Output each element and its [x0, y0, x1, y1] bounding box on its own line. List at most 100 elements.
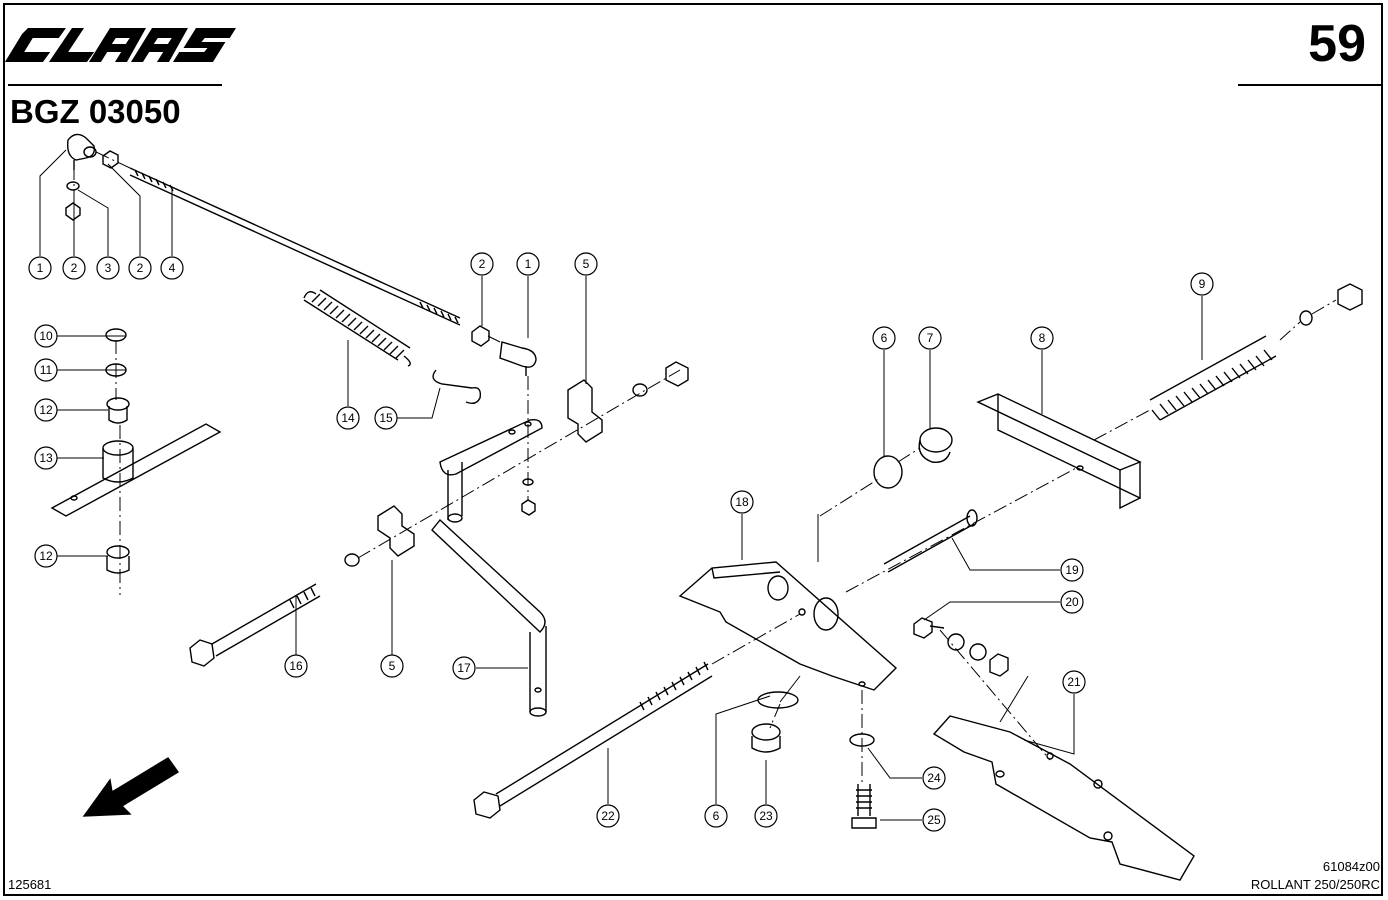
nut-2-mid	[471, 325, 490, 347]
doc-number: 125681	[8, 877, 52, 892]
ball-joint-1-mid	[499, 341, 537, 376]
lever-plate	[439, 418, 543, 523]
svg-text:12: 12	[39, 403, 53, 417]
bushing-12-bottom	[106, 545, 130, 574]
plate	[50, 423, 222, 517]
spring-14	[303, 289, 411, 367]
drawing-frame	[3, 3, 1383, 896]
callout-21: 21	[1062, 670, 1086, 694]
bolt-25	[851, 784, 877, 829]
svg-text:10: 10	[39, 329, 53, 343]
callout-2: 2	[470, 252, 494, 276]
callout-9: 9	[1190, 272, 1214, 296]
svg-text:23: 23	[759, 809, 773, 823]
washer-lower	[344, 553, 360, 567]
bolt-22	[473, 661, 713, 819]
callout-8: 8	[1030, 326, 1054, 350]
svg-text:13: 13	[39, 451, 53, 465]
bolt-20	[913, 617, 945, 639]
callout-25: 25	[922, 808, 946, 832]
circlip-6-lower	[757, 691, 799, 709]
svg-text:2: 2	[137, 261, 144, 275]
threaded-rod-4	[129, 167, 461, 326]
svg-text:6: 6	[713, 809, 720, 823]
svg-text:2: 2	[479, 257, 486, 271]
svg-text:16: 16	[289, 659, 303, 673]
callout-10: 10	[34, 324, 58, 348]
callout-13: 13	[34, 446, 58, 470]
clamp-5-upper	[567, 379, 603, 443]
ball-joint-1	[66, 133, 97, 170]
callout-4: 4	[160, 256, 184, 280]
direction-arrow	[82, 757, 180, 817]
callout-6: 6	[704, 804, 728, 828]
svg-text:25: 25	[927, 813, 941, 827]
svg-text:20: 20	[1065, 595, 1079, 609]
callout-1: 1	[516, 252, 540, 276]
callout-23: 23	[754, 804, 778, 828]
nut-2-b	[102, 150, 119, 169]
callout-22: 22	[596, 804, 620, 828]
callout-14: 14	[336, 406, 360, 430]
nut-2	[65, 202, 81, 221]
nut-upper	[665, 361, 689, 387]
callout-12: 12	[34, 544, 58, 568]
svg-text:14: 14	[341, 411, 355, 425]
nut-small	[521, 499, 536, 516]
nut-9	[1337, 283, 1363, 311]
bushing-12-top	[106, 397, 130, 424]
callout-20: 20	[1060, 590, 1084, 614]
bolt-16	[189, 583, 321, 667]
sleeve-13	[102, 440, 134, 483]
callout-15: 15	[374, 406, 398, 430]
circlip-6	[873, 455, 903, 489]
svg-text:11: 11	[40, 363, 53, 377]
callout-19: 19	[1060, 558, 1084, 582]
page-number-rule	[1238, 84, 1381, 86]
svg-text:6: 6	[881, 331, 888, 345]
svg-text:5: 5	[583, 257, 590, 271]
washer-20b	[969, 643, 987, 661]
svg-text:21: 21	[1067, 675, 1081, 689]
clamp-5-lower	[377, 505, 415, 557]
svg-text:17: 17	[457, 661, 471, 675]
nut-20	[989, 653, 1009, 677]
svg-text:4: 4	[169, 261, 176, 275]
callout-17: 17	[452, 656, 476, 680]
callout-5: 5	[380, 654, 404, 678]
drawing-id: 61084z00	[1322, 859, 1380, 874]
svg-text:2: 2	[71, 261, 78, 275]
model-name: ROLLANT 250/250RC	[1250, 877, 1380, 892]
plate-21	[932, 715, 1195, 881]
washer-3	[66, 181, 80, 191]
svg-text:5: 5	[389, 659, 396, 673]
group-code: BGZ 03050	[10, 93, 181, 130]
callout-3: 3	[96, 256, 120, 280]
o-ring-10	[105, 328, 127, 342]
pin-19	[883, 509, 978, 573]
svg-text:3: 3	[105, 261, 112, 275]
callout-1: 1	[28, 256, 52, 280]
page-number: 59	[1308, 15, 1366, 73]
svg-text:24: 24	[927, 771, 941, 785]
spring-9	[1149, 335, 1277, 421]
washer-9	[1299, 310, 1313, 326]
svg-text:19: 19	[1065, 563, 1079, 577]
logo-rule	[8, 84, 222, 86]
svg-text:18: 18	[735, 495, 749, 509]
callout-5: 5	[574, 252, 598, 276]
bushing-23	[751, 723, 781, 753]
bracket-8	[976, 393, 1142, 510]
callout-18: 18	[730, 490, 754, 514]
s-hook-15	[432, 369, 482, 405]
lever-arm-17	[431, 518, 547, 717]
callout-2: 2	[62, 256, 86, 280]
callout-16: 16	[284, 654, 308, 678]
svg-text:7: 7	[927, 331, 934, 345]
main-bracket-18	[678, 561, 898, 691]
svg-text:12: 12	[39, 549, 53, 563]
callout-11: 11	[34, 358, 58, 382]
svg-text:9: 9	[1199, 277, 1206, 291]
bushing-7	[918, 427, 953, 463]
